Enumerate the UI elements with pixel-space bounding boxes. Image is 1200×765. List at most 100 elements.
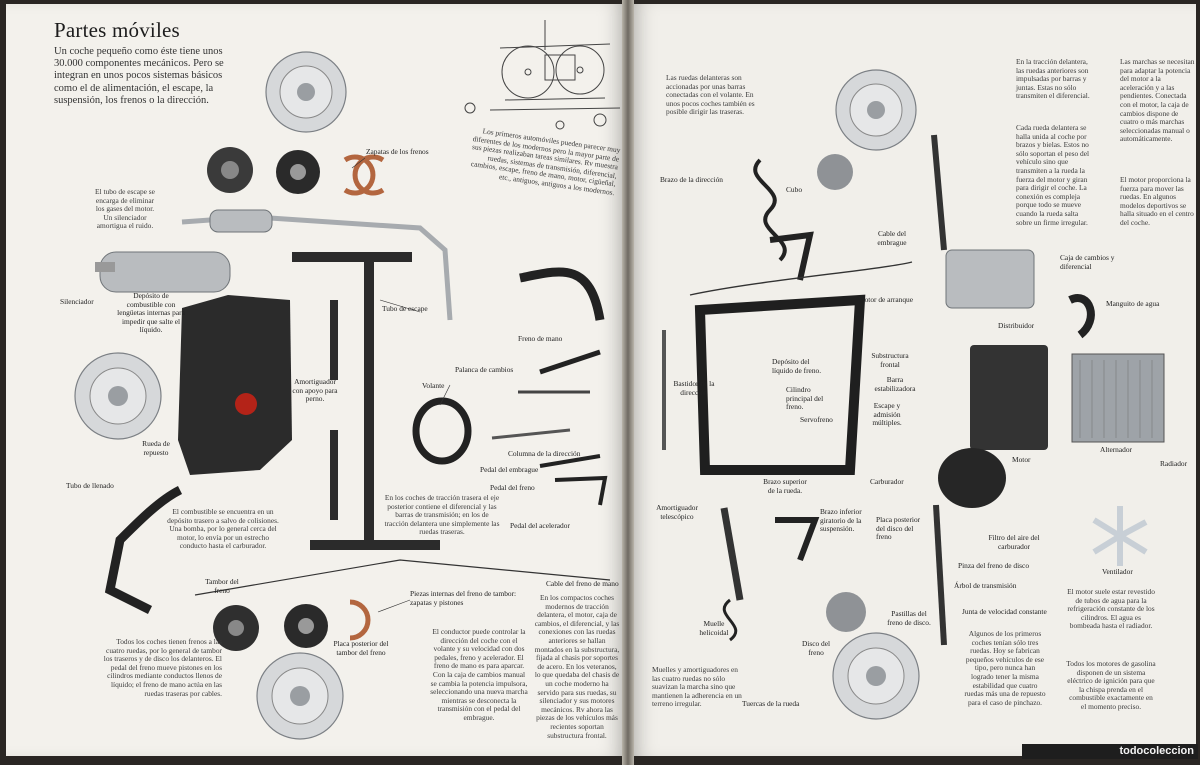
wheel-top-right	[835, 69, 917, 151]
label-servofreno: Servofreno	[800, 415, 833, 424]
note-early-cars: Algunos de los primeros coches tenían só…	[964, 629, 1046, 707]
label-junta: Junta de velocidad constante	[962, 607, 1047, 616]
label-freno-mano: Freno de mano	[518, 334, 563, 343]
note-brakes: Todos los coches tienen frenos a las cua…	[103, 637, 222, 698]
label-ventilador: Ventilador	[1102, 567, 1133, 576]
label-pedal-acelerador: Pedal del acelerador	[510, 521, 570, 530]
label-manguito: Manguito de agua	[1106, 299, 1160, 308]
label-pedal-embrague: Pedal del embrague	[480, 465, 539, 474]
rear-axle	[292, 252, 440, 550]
drive-shaft-top	[931, 134, 947, 251]
water-hose	[1068, 294, 1095, 339]
book-gutter	[622, 0, 634, 765]
label-radiador: Radiador	[1160, 459, 1188, 468]
coil-spring-bottom	[722, 598, 738, 642]
label-amortiguador: Amortiguador con apoyo para perno.	[292, 377, 338, 404]
label-volante: Volante	[422, 381, 445, 390]
note-rear-drive: En los coches de tracción trasera el eje…	[384, 493, 500, 537]
note-gears: Las marchas se necesitan para adaptar la…	[1120, 57, 1195, 144]
watermark: todocoleccion	[1022, 744, 1198, 759]
label-rueda-repuesto: Rueda de repuesto	[142, 439, 170, 457]
coil-spring-top	[753, 158, 787, 262]
label-cilindro: Cilindro principal del freno.	[786, 385, 824, 412]
note-wheel-attached: Cada rueda delantera se halla unida al c…	[1016, 123, 1090, 227]
steering-wheel	[412, 397, 472, 465]
label-placa-disco: Placa posterior del disco del freno	[876, 515, 921, 542]
label-filtro-aire: Filtro del aire del carburador	[988, 533, 1040, 551]
note-cooling: El motor suele estar revestido de tubos …	[1067, 587, 1155, 631]
brake-shoe-top	[343, 154, 376, 196]
steering-column	[491, 428, 571, 440]
brake-pedal	[554, 475, 608, 506]
note-front-wheels: Las ruedas delanteras son accionadas por…	[666, 73, 755, 117]
filler-tube	[104, 485, 183, 615]
label-distribuidor: Distribuidor	[998, 321, 1035, 330]
handbrake	[539, 349, 601, 375]
label-disco: Disco del freno	[801, 639, 831, 657]
label-escape-admision: Escape y admisión múltiples.	[872, 401, 902, 428]
shock-absorber	[720, 507, 744, 601]
label-alternador: Alternador	[1100, 445, 1133, 454]
note-traction: En la tracción delantera, las ruedas ant…	[1016, 57, 1090, 101]
brake-disc-top	[817, 154, 853, 190]
label-cubo: Cubo	[786, 185, 803, 194]
spare-wheel	[74, 352, 162, 440]
label-placa-tambor: Placa posterior del tambor del freno	[333, 639, 389, 657]
wheel-top-left	[265, 51, 347, 133]
clutch-cable	[689, 261, 913, 296]
label-silenciador: Silenciador	[60, 297, 94, 306]
drive-shaft-bottom	[933, 504, 947, 646]
front-subframe	[694, 294, 866, 475]
label-pedal-freno: Pedal del freno	[490, 483, 535, 492]
wheel-bottom-left	[256, 652, 344, 740]
label-palanca: Palanca de cambios	[455, 365, 514, 374]
brake-shoe-bottom	[349, 599, 371, 641]
label-amortiguador-tele: Amortiguador telescópico	[656, 503, 698, 521]
wishbone-bottom	[775, 517, 820, 562]
label-arbol: Árbol de transmisión	[954, 581, 1017, 590]
label-substructura: Substructura frontal	[871, 351, 909, 369]
wheel-bottom-right	[832, 632, 920, 720]
label-cable-freno: Cable del freno de mano	[546, 579, 619, 588]
label-pastillas: Pastillas del freno de disco.	[887, 609, 931, 627]
note-fuel: El combustible se encuentra en un depósi…	[167, 507, 279, 551]
cooling-fan	[1092, 506, 1148, 566]
handbrake-cable	[194, 559, 611, 596]
label-motor-arranque: Motor de arranque	[858, 295, 913, 304]
note-ignition: Todos los motores de gasolina disponen d…	[1066, 659, 1156, 711]
label-brazo-superior: Brazo superior de la rueda.	[763, 477, 807, 495]
intro-paragraph: Un coche pequeño como éste tiene unos 30…	[54, 46, 224, 106]
brake-disc-bottom	[826, 592, 866, 632]
note-driver: El conductor puede controlar la direcció…	[430, 627, 528, 722]
label-zapatas: Zapatas de los frenos	[366, 147, 429, 156]
label-columna: Columna de la dirección	[508, 449, 581, 458]
label-tubo-llenado: Tubo de llenado	[66, 481, 114, 490]
label-brazo-inferior: Brazo inferior giratorio de la suspensió…	[820, 507, 862, 534]
label-tubo-escape: Tubo de escape	[382, 304, 428, 313]
wishbone-top	[769, 231, 814, 281]
note-compact: En los compactos coches modernos de trac…	[534, 593, 620, 740]
note-engine-power: El motor proporciona la fuerza para move…	[1120, 175, 1194, 227]
radiator	[1071, 353, 1165, 443]
label-motor: Motor	[1012, 455, 1031, 464]
label-deposito: Depósito de combustible con lengüetas in…	[117, 291, 185, 335]
clutch-pedal	[539, 454, 601, 468]
label-caja-cambios: Caja de cambios y diferencial	[1060, 253, 1115, 271]
label-muelle: Muelle helicoidal	[699, 619, 729, 637]
fuel-tank	[178, 295, 292, 475]
muffler	[95, 251, 231, 293]
label-cable-embrague: Cable del embrague	[877, 229, 907, 247]
engine-block	[970, 345, 1048, 450]
hose-left	[519, 267, 605, 321]
label-barra-estab: Barra estabilizadora	[874, 375, 916, 393]
label-tambor: Tambor del freno	[205, 577, 239, 595]
exhaust-box	[209, 209, 273, 233]
label-bastidor: Bastidor de la dirección	[673, 379, 715, 397]
exhaust-pipe	[181, 215, 453, 321]
note-springs: Muelles y amortiguadores en las cuatro r…	[652, 665, 742, 709]
page-title: Partes móviles	[54, 18, 180, 42]
label-deposito-liquido: Depósito del líquido de freno.	[772, 357, 822, 375]
vintage-car-drawing	[464, 20, 621, 130]
